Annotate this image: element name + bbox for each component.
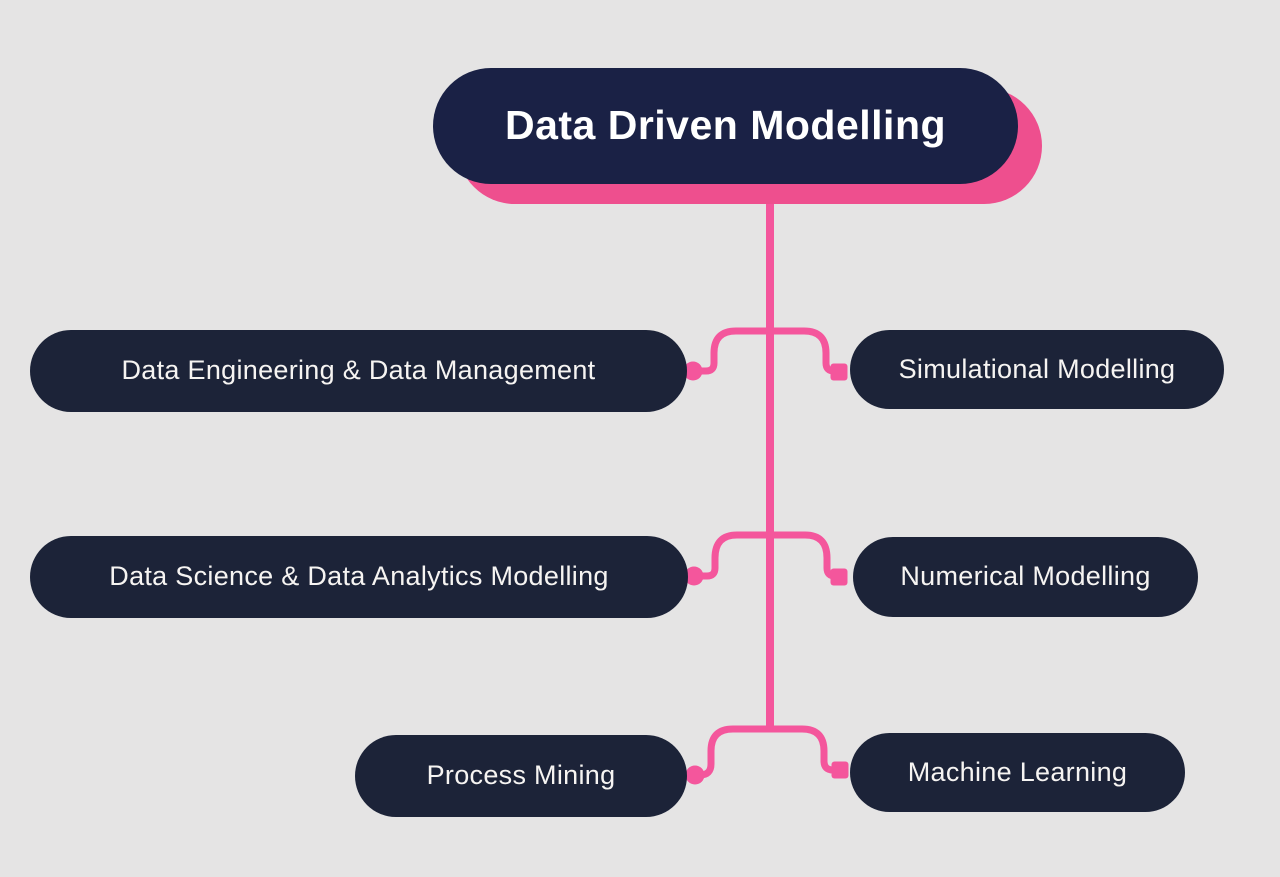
node-process-mining[interactable]: Process Mining [355, 735, 687, 817]
node-data-science-data-analytics-modelling[interactable]: Data Science & Data Analytics Modelling [30, 536, 688, 618]
node-label: Process Mining [426, 760, 616, 791]
root-node-label: Data Driven Modelling [504, 102, 947, 149]
connector-anchor-circle-row-1 [683, 361, 703, 381]
root-node-data-driven-modelling[interactable]: Data Driven Modelling [433, 68, 1018, 184]
node-label: Simulational Modelling [898, 353, 1176, 384]
node-label: Numerical Modelling [900, 561, 1151, 592]
node-simulational-modelling[interactable]: Simulational Modelling [850, 330, 1224, 409]
connector-row-3 [695, 725, 841, 779]
node-data-engineering-data-management[interactable]: Data Engineering & Data Management [30, 330, 687, 412]
node-machine-learning[interactable]: Machine Learning [850, 733, 1185, 812]
node-label: Data Engineering & Data Management [121, 355, 596, 386]
connector-row-2 [694, 531, 841, 580]
node-numerical-modelling[interactable]: Numerical Modelling [853, 537, 1198, 617]
connector-anchor-square-row-3 [831, 761, 849, 779]
node-label: Data Science & Data Analytics Modelling [109, 561, 609, 592]
connector-anchor-square-row-1 [830, 363, 848, 381]
connector-anchor-square-row-2 [830, 568, 848, 586]
connector-anchor-circle-row-3 [685, 765, 705, 785]
connector-anchor-circle-row-2 [684, 566, 704, 586]
node-label: Machine Learning [907, 756, 1128, 787]
connector-row-1 [693, 327, 840, 375]
